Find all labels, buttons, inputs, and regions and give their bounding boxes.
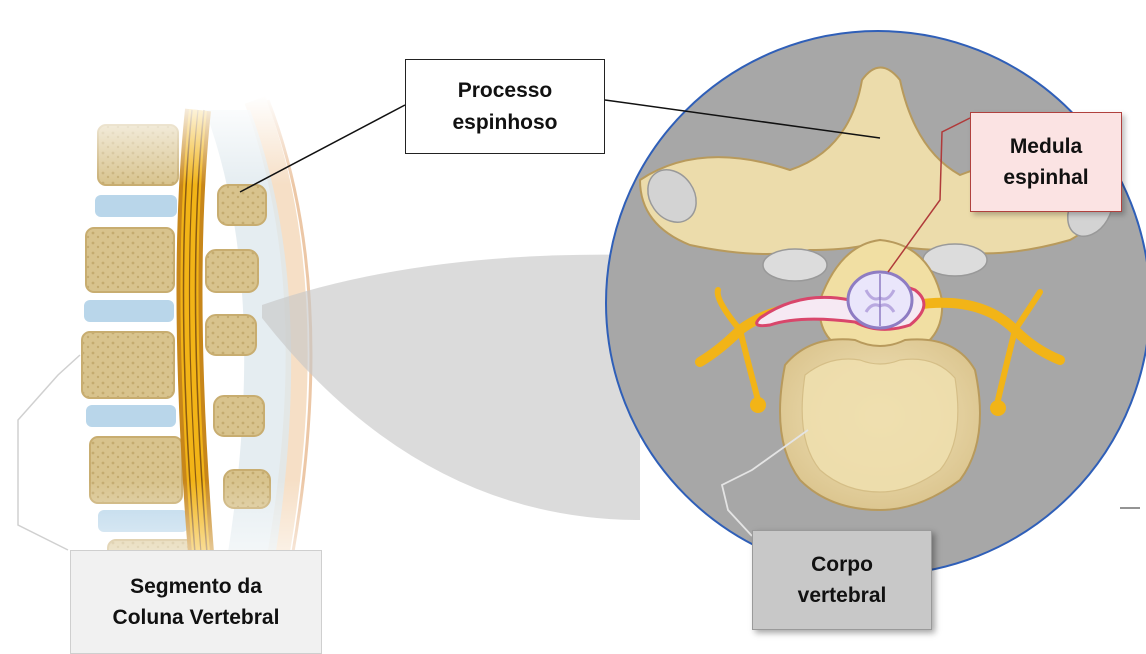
label-corpo-line2: vertebral xyxy=(798,580,887,612)
vertebral-body xyxy=(780,339,980,510)
label-corpo-line1: Corpo xyxy=(798,549,887,581)
spinal-cord-axial xyxy=(848,272,912,328)
label-segmento-line1: Segmento da xyxy=(113,571,280,603)
label-processo-espinhoso: Processo espinhoso xyxy=(405,59,605,154)
label-medula-espinhal: Medula espinhal xyxy=(970,112,1122,212)
label-medula-line1: Medula xyxy=(1003,131,1088,163)
label-processo-line1: Processo xyxy=(452,75,557,107)
label-segmento-coluna: Segmento da Coluna Vertebral xyxy=(70,550,322,654)
label-segmento-line2: Coluna Vertebral xyxy=(113,602,280,634)
label-processo-line2: espinhoso xyxy=(452,107,557,139)
label-medula-line2: espinhal xyxy=(1003,162,1088,194)
label-corpo-vertebral: Corpo vertebral xyxy=(752,530,932,630)
